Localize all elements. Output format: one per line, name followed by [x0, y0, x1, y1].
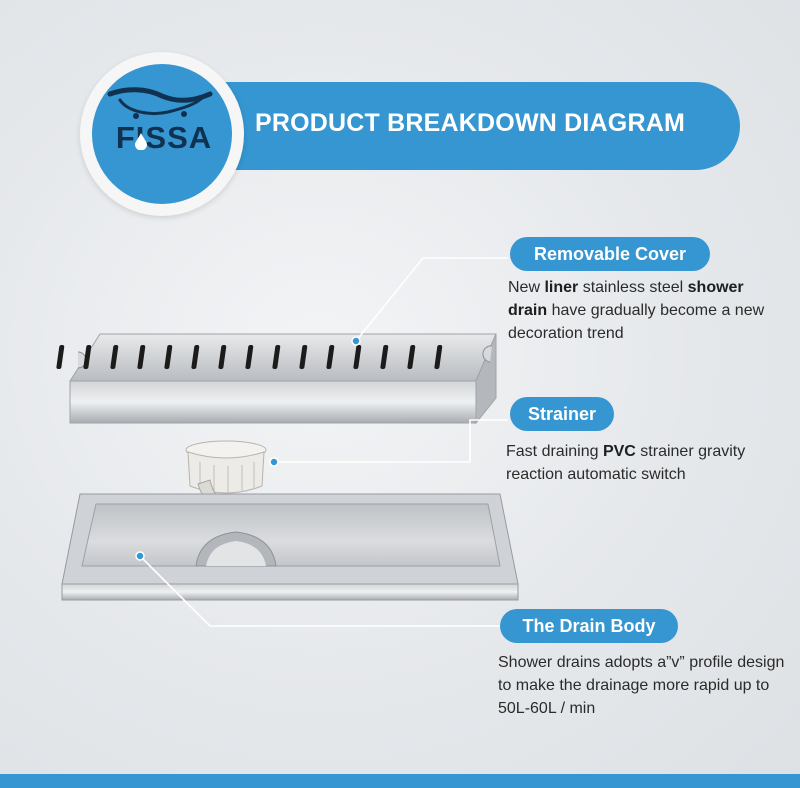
water-drop-icon — [135, 133, 147, 150]
logo-badge — [92, 64, 232, 204]
page-title: PRODUCT BREAKDOWN DIAGRAM — [255, 109, 685, 137]
bathtub-icon — [107, 87, 213, 119]
desc-drain-body: Shower drains adopts a”v” profile design… — [498, 654, 785, 717]
callout-dot-body — [135, 551, 145, 561]
label-drain-body: The Drain Body — [500, 609, 678, 643]
logo-wordmark: FISSA — [115, 120, 213, 155]
desc-removable-cover: New liner stainless steel shower drain h… — [508, 279, 765, 342]
title-banner — [150, 82, 740, 170]
label-strainer: Strainer — [510, 397, 614, 431]
removable-cover — [56, 333, 497, 425]
leader-line-body — [139, 555, 506, 627]
callout-dot-cover — [351, 336, 361, 346]
drain-body — [61, 493, 519, 601]
leader-line-strainer — [274, 419, 508, 463]
label-removable-cover: Removable Cover — [510, 237, 710, 271]
desc-strainer: Fast draining PVC strainer gravity react… — [506, 443, 746, 483]
callout-dot-strainer — [269, 457, 279, 467]
bottom-accent-strip — [0, 774, 800, 788]
leader-line-cover — [355, 257, 508, 342]
